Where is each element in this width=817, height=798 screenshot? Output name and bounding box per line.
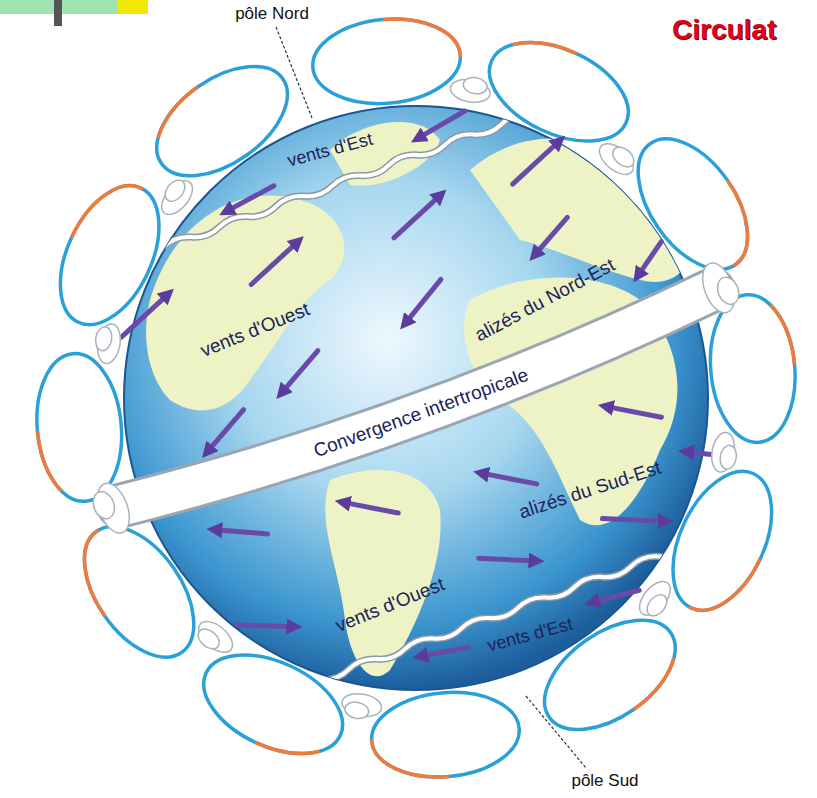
clouds-part-part (344, 700, 370, 720)
clouds-part-part (449, 77, 492, 106)
polar-fronts-part-part (319, 543, 688, 683)
wind-arrows-part (604, 389, 661, 434)
clouds-part-part (156, 175, 199, 220)
continents-part (146, 196, 344, 411)
circulation-cells-part-part (368, 686, 523, 783)
clouds-part-part (609, 143, 638, 171)
clouds-part-part (594, 138, 639, 181)
circulation-cells-part (31, 350, 128, 505)
clouds-part-part (95, 322, 124, 365)
wind-arrows-part (479, 456, 536, 501)
corner-bars (0, 0, 148, 26)
clouds-part-part (718, 444, 738, 470)
clouds-part-part (462, 76, 488, 96)
wind-arrows-part (113, 293, 178, 337)
circulation-cells-part-part (309, 13, 464, 110)
clouds-part-part (94, 326, 114, 352)
pole-label: pôle Sud (571, 771, 638, 791)
circulation-cells-part-part (309, 13, 464, 110)
clouds-part-part (643, 591, 671, 620)
circulation-cells-part-part (31, 350, 128, 505)
wind-arrows-part (222, 186, 276, 212)
wind-arrows-part (413, 111, 468, 139)
wind-arrows-part (602, 498, 667, 542)
page-title: Circulat (672, 14, 776, 46)
wind-arrows-part (213, 512, 268, 551)
circulation-cells-part (704, 291, 801, 446)
circulation-cells-part-part (368, 686, 523, 783)
clouds-part-part (194, 625, 223, 653)
clouds-part-part (714, 274, 742, 307)
clouds-part (634, 576, 679, 623)
clouds-part (449, 74, 493, 106)
clouds (0, 7, 817, 789)
pole-leader-lines (276, 27, 586, 768)
wind-arrows-part (591, 586, 640, 608)
wind-arrows-part (385, 194, 450, 238)
circulation-cells-part (368, 686, 523, 783)
clouds-part (594, 135, 641, 180)
polar-fronts-part-part (319, 543, 688, 683)
clouds-part (191, 616, 238, 661)
clouds-part (340, 691, 384, 723)
circulation-cells-part-part (31, 350, 128, 505)
pole-leader-lines-part (276, 27, 312, 118)
clouds-part-part (193, 616, 238, 659)
polar-fronts-part-part (162, 111, 531, 251)
wind-arrows-part (628, 242, 669, 277)
clouds-part (697, 257, 745, 317)
clouds-part (92, 322, 124, 366)
wind-arrows-part (479, 539, 539, 579)
corner-bars-part (54, 0, 62, 26)
corner-bars-part (118, 0, 148, 14)
circulation-cells-part (309, 13, 464, 110)
polar-fronts-part-part (162, 111, 531, 251)
clouds-part (88, 479, 136, 539)
circulation-cells-part-part (704, 291, 801, 446)
wind-arrows-part (341, 485, 398, 530)
clouds-part-part (161, 176, 189, 205)
clouds-part-part (90, 489, 118, 522)
wind-arrows-part (419, 640, 469, 665)
clouds-part-part (634, 576, 677, 621)
wind-arrows-part (394, 279, 451, 324)
clouds-part (709, 431, 741, 475)
wind-arrows (89, 63, 771, 727)
wind-arrows-part (504, 140, 569, 184)
circulation-cells-part-part (704, 291, 801, 446)
wind-arrows-part (197, 410, 254, 453)
pole-leader-lines-part (526, 696, 586, 768)
wind-arrows-part (525, 217, 576, 256)
wind-arrows-part (271, 351, 328, 394)
pole-label: pôle Nord (235, 4, 309, 24)
continents-part (470, 138, 693, 282)
wind-arrows-part (237, 606, 296, 645)
clouds-part-part (340, 691, 383, 720)
clouds-part (153, 173, 198, 220)
continents-part (325, 470, 440, 676)
wind-arrows-part (243, 240, 308, 284)
clouds-part-part (709, 431, 738, 474)
